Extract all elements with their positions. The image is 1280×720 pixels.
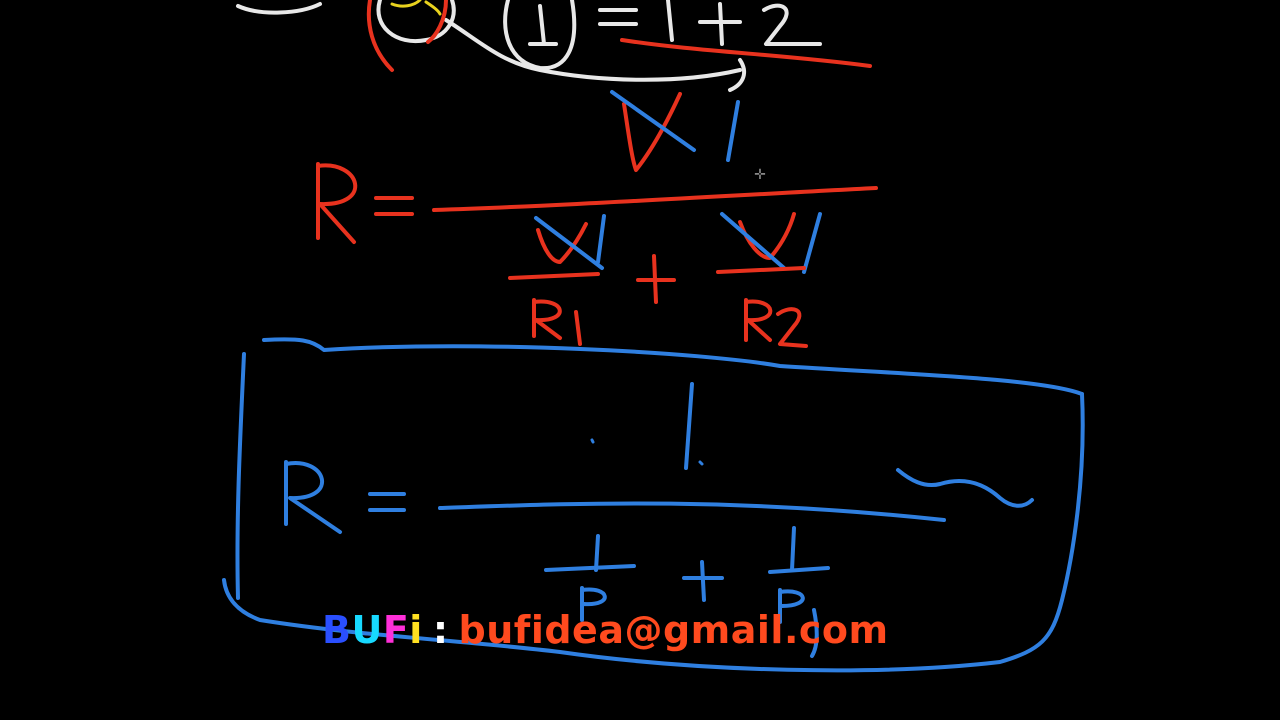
boxed-result-strokes <box>222 337 1085 673</box>
brand-letter-b: B <box>322 608 352 652</box>
top-equation-strokes <box>236 0 872 92</box>
brand-letter-u: U <box>351 608 383 652</box>
contact-email: bufidea@gmail.com <box>458 608 889 652</box>
brand-letter-f: F <box>382 608 410 652</box>
brand-letter-i: i <box>409 608 423 652</box>
watermark-separator: : <box>432 608 449 652</box>
contact-watermark: BUFi:bufidea@gmail.com <box>322 606 889 654</box>
crosshair-cursor-icon: ✛ <box>754 167 766 183</box>
middle-equation-strokes <box>316 90 878 348</box>
